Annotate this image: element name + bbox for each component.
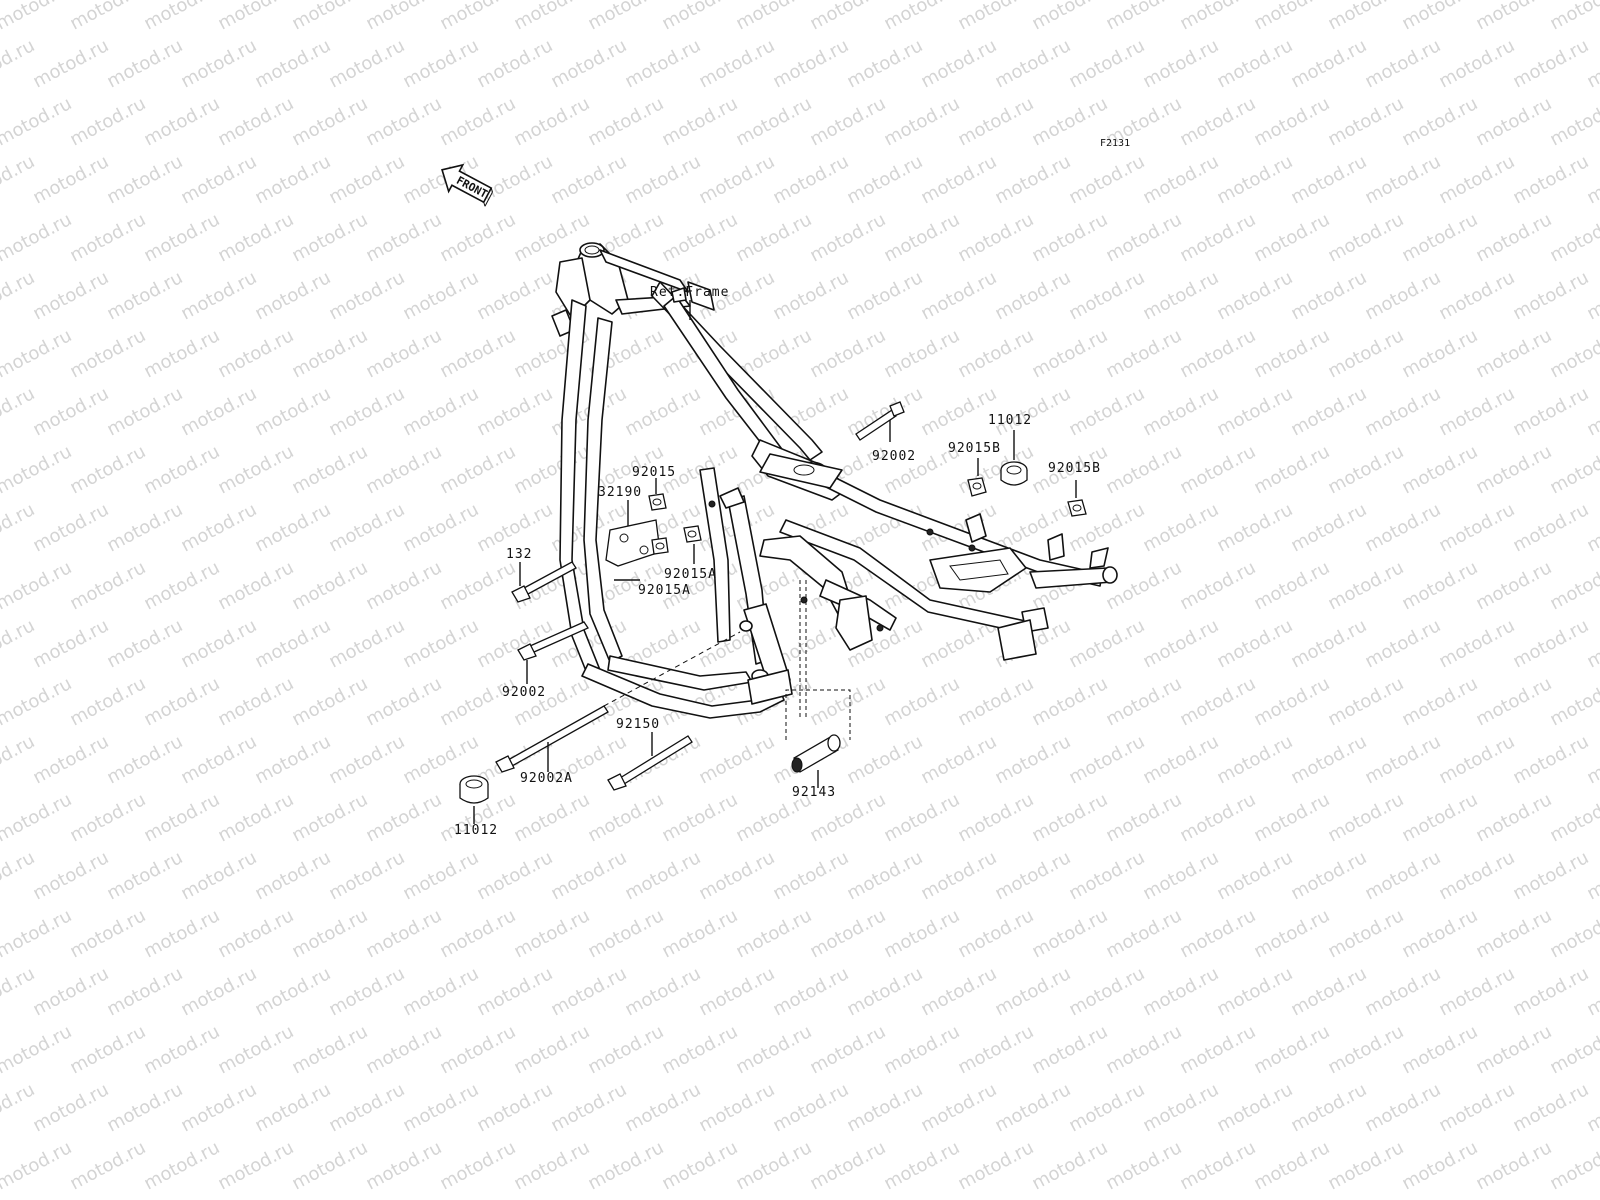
part-label-92015A-mid: 92015A (664, 567, 717, 582)
grommet-11012-top (1000, 430, 1028, 486)
figure-code: F2131 (1100, 138, 1130, 149)
part-label-92002A: 92002A (520, 771, 573, 786)
part-label-92002-left: 92002 (502, 685, 546, 700)
part-label-92143: 92143 (792, 785, 836, 800)
bolt-92002A (495, 631, 741, 773)
part-label-92015A-low: 92015A (638, 583, 691, 598)
nut-92015 (648, 478, 667, 511)
nut-92015B-right (1067, 480, 1087, 517)
ref-frame-label: Ref.Frame (650, 285, 729, 300)
motorcycle-frame (551, 242, 1118, 720)
nut-92015A-low (614, 537, 669, 581)
nut-92015B-left (967, 458, 987, 497)
bracket-32190 (605, 500, 661, 567)
collar-92143 (785, 689, 851, 788)
part-label-92150: 92150 (616, 717, 660, 732)
part-label-92015B-right: 92015B (1048, 461, 1101, 476)
bolt-92150 (607, 732, 693, 791)
bolt-132 (511, 561, 577, 603)
part-label-32190: 32190 (598, 485, 642, 500)
part-label-92015B-left: 92015B (948, 441, 1001, 456)
nut-92015A-mid (683, 525, 702, 564)
part-label-92015: 92015 (632, 465, 676, 480)
bolt-92002-left (517, 621, 589, 684)
front-arrow-icon: FRONT (441, 163, 493, 207)
part-label-132: 132 (506, 547, 532, 562)
part-label-11012-top: 11012 (988, 413, 1032, 428)
bolt-92002-top (855, 401, 905, 442)
part-label-11012-bottom: 11012 (454, 823, 498, 838)
part-label-92002-top: 92002 (872, 449, 916, 464)
grommet-11012-bottom (459, 775, 489, 824)
